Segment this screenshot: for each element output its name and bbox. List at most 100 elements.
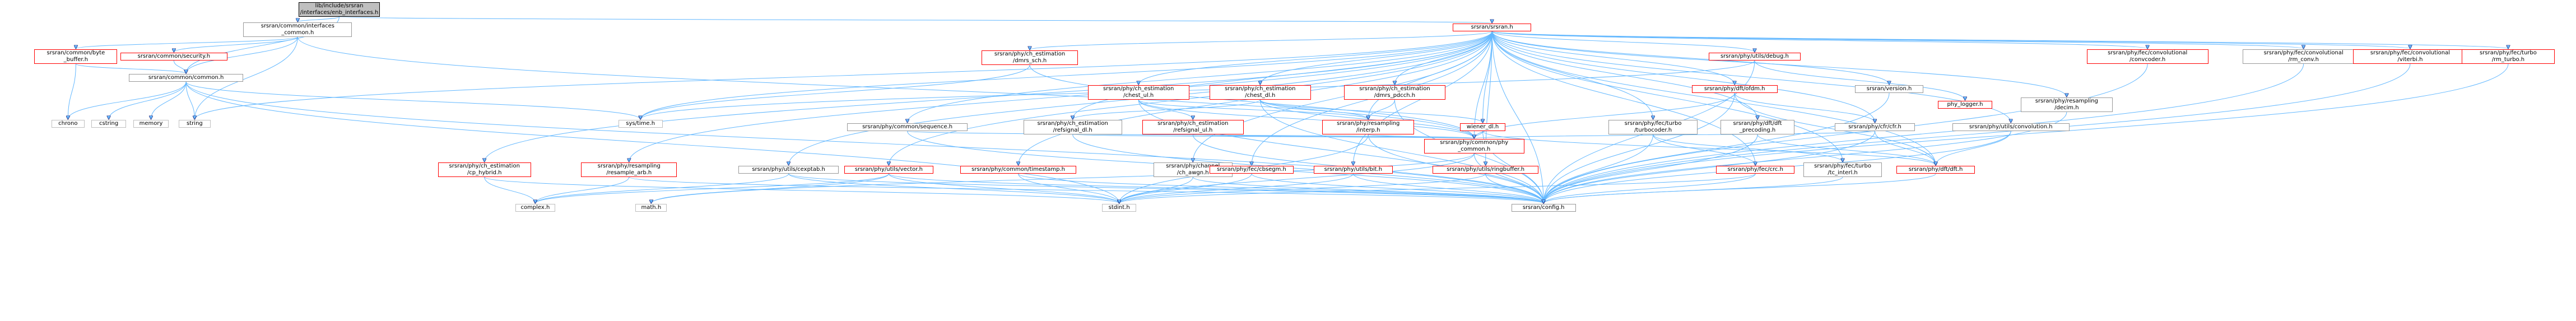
node-label-line: srsran/phy/fec/convolutional — [2108, 50, 2188, 56]
edge-srsran-h-to-dmrs-sch — [1030, 31, 1492, 50]
node-label-line: cstring — [99, 120, 119, 127]
node-cexptab[interactable]: srsran/phy/utils/cexptab.h — [738, 166, 839, 174]
node-stdint[interactable]: stdint.h — [1102, 204, 1137, 212]
node-label-line: srsran/phy/dft/ofdm.h — [1704, 86, 1765, 92]
node-systime[interactable]: sys/time.h — [618, 120, 663, 128]
edge-convolution-to-dft-h — [1936, 131, 2011, 165]
edge-common-h-to-stdint — [185, 81, 1119, 203]
edge-cbsegm-to-stdint — [1119, 173, 1252, 203]
edge-chest-dl-to-refsignal-dl — [1073, 99, 1261, 119]
node-resample-arb[interactable]: srsran/phy/resampling/resample_arb.h — [581, 162, 677, 177]
node-interfaces-common[interactable]: srsran/common/interfaces_common.h — [243, 22, 352, 37]
node-wiener-dl[interactable]: wiener_dl.h — [1459, 123, 1506, 131]
edge-srsran-h-to-cp-hybrid — [485, 31, 1492, 162]
node-srsran-h[interactable]: srsran/srsran.h — [1452, 24, 1532, 31]
node-dmrs-pdcch[interactable]: srsran/phy/ch_estimation/dmrs_pdcch.h — [1343, 85, 1446, 100]
node-label-line: srsran/phy/utils/ringbuffer.h — [1447, 166, 1525, 173]
node-memory[interactable]: memory — [133, 120, 169, 128]
node-debug[interactable]: srsran/phy/utils/debug.h — [1709, 53, 1801, 61]
node-interp[interactable]: srsran/phy/resampling/interp.h — [1322, 120, 1414, 134]
edge-refsignal-dl-to-config — [1072, 134, 1543, 203]
node-string[interactable]: string — [179, 120, 211, 128]
node-cstring[interactable]: cstring — [91, 120, 126, 128]
node-turbocoder[interactable]: srsran/phy/fec/turbo/turbocoder.h — [1608, 120, 1698, 134]
node-rm-turbo[interactable]: srsran/phy/fec/turbo/rm_turbo.h — [2461, 49, 2555, 64]
node-label-line: _precoding.h — [1739, 127, 1776, 133]
node-label-line: srsran/phy/dft/dft.h — [1908, 166, 1963, 173]
node-chest-dl[interactable]: srsran/phy/ch_estimation/chest_dl.h — [1209, 85, 1312, 100]
edge-chest-dl-to-config — [1259, 99, 1543, 203]
node-cfr[interactable]: srsran/phy/cfr/cfr.h — [1835, 123, 1915, 131]
edge-debug-to-phy-logger — [1754, 60, 1965, 100]
node-viterbi[interactable]: srsran/phy/fec/convolutional/viterbi.h — [2352, 49, 2468, 64]
edge-srsran-h-to-vector — [889, 31, 1492, 165]
node-label-line: /ch_awgn.h — [1177, 170, 1209, 176]
node-refsignal-dl[interactable]: srsran/phy/ch_estimation/refsignal_dl.h — [1023, 120, 1122, 134]
node-cbsegm[interactable]: srsran/phy/fec/cbsegm.h — [1209, 166, 1294, 174]
node-ringbuffer[interactable]: srsran/phy/utils/ringbuffer.h — [1433, 166, 1539, 174]
node-chest-ul[interactable]: srsran/phy/ch_estimation/chest_ul.h — [1087, 85, 1189, 100]
node-rm-conv[interactable]: srsran/phy/fec/convolutional/rm_conv.h — [2243, 49, 2365, 64]
node-ofdm[interactable]: srsran/phy/dft/ofdm.h — [1691, 85, 1778, 93]
node-common-h[interactable]: srsran/common/common.h — [128, 74, 244, 82]
node-version[interactable]: srsran/version.h — [1854, 85, 1924, 93]
edge-srsran-h-to-cfr — [1491, 31, 1875, 123]
node-label-line: _buffer.h — [63, 57, 89, 63]
edge-resample-arb-to-config — [629, 176, 1543, 203]
node-phy-common[interactable]: srsran/phy/common/phy_common.h — [1424, 139, 1524, 153]
node-math[interactable]: math.h — [635, 204, 667, 212]
edge-srsran-h-to-version — [1491, 31, 1889, 85]
node-dmrs-sch[interactable]: srsran/phy/ch_estimation/dmrs_sch.h — [982, 50, 1078, 65]
edge-timestamp-to-config — [1018, 173, 1544, 203]
edge-common-h-to-systime — [185, 81, 640, 119]
node-label-line: /interp.h — [1356, 127, 1380, 133]
edge-crc-to-stdint — [1119, 173, 1756, 203]
node-root[interactable]: lib/include/srsran/interfaces/enb_interf… — [298, 2, 380, 17]
edge-turbocoder-to-config — [1543, 134, 1654, 203]
node-crc[interactable]: srsran/phy/fec/crc.h — [1715, 166, 1795, 174]
node-label-line: _common.h — [1458, 146, 1491, 152]
node-label-line: srsran/phy/ch_estimation — [449, 163, 520, 169]
node-label-line: srsran/common/byte — [47, 50, 105, 56]
edge-cfr-to-config — [1543, 131, 1876, 203]
node-phy-logger[interactable]: phy_logger.h — [1937, 101, 1993, 109]
edge-ofdm-to-cfr — [1734, 92, 1875, 123]
edge-cexptab-to-stdint — [788, 173, 1119, 203]
node-label-line: srsran/phy/common/sequence.h — [862, 124, 953, 130]
node-complex[interactable]: complex.h — [515, 204, 556, 212]
node-sequence[interactable]: srsran/phy/common/sequence.h — [847, 123, 968, 131]
node-convolution[interactable]: srsran/phy/utils/convolution.h — [1952, 123, 2070, 131]
node-refsignal-ul[interactable]: srsran/phy/ch_estimation/refsignal_ul.h — [1142, 120, 1244, 134]
node-byte-buffer[interactable]: srsran/common/byte_buffer.h — [34, 49, 118, 64]
node-label-line: srsran/phy/resampling — [2035, 98, 2098, 104]
edge-viterbi-to-config — [1543, 63, 2411, 203]
edge-security-to-common-h — [173, 60, 186, 73]
node-cp-hybrid[interactable]: srsran/phy/ch_estimation/cp_hybrid.h — [438, 162, 531, 177]
node-chrono[interactable]: chrono — [51, 120, 85, 128]
edge-rm-conv-to-config — [1543, 63, 2304, 203]
node-label-line: srsran/phy/fec/turbo — [1814, 163, 1871, 169]
node-label-line: srsran/phy/ch_estimation — [1157, 120, 1229, 127]
node-label-line: srsran/phy/utils/convolution.h — [1969, 124, 2053, 130]
dependency-edges — [68, 16, 2508, 203]
node-dft-h[interactable]: srsran/phy/dft/dft.h — [1896, 166, 1975, 174]
edge-dft-precoding-to-config — [1543, 134, 1758, 203]
node-convcoder[interactable]: srsran/phy/fec/convolutional/convcoder.h — [2086, 49, 2208, 64]
node-bit[interactable]: srsran/phy/utils/bit.h — [1314, 166, 1393, 174]
node-vector[interactable]: srsran/phy/utils/vector.h — [844, 166, 933, 174]
node-config[interactable]: srsran/config.h — [1511, 204, 1576, 212]
node-resampling-decim[interactable]: srsran/phy/resampling/decim.h — [2021, 97, 2113, 112]
node-label-line: srsran/phy/cfr/cfr.h — [1848, 124, 1901, 130]
edge-ch-awgn-to-stdint — [1119, 176, 1193, 203]
edge-common-h-to-string — [185, 81, 194, 119]
node-label-line: phy_logger.h — [1947, 101, 1983, 108]
node-tc-interl[interactable]: srsran/phy/fec/turbo/tc_interl.h — [1803, 162, 1882, 177]
node-dft-precoding[interactable]: srsran/phy/dft/dft_precoding.h — [1720, 120, 1795, 134]
edge-srsran-h-to-rm-conv — [1491, 31, 2303, 49]
node-label-line: srsran/phy/fec/crc.h — [1727, 166, 1783, 173]
edge-byte-buffer-to-chrono — [68, 63, 76, 119]
node-security[interactable]: srsran/common/security.h — [120, 53, 228, 61]
edge-ringbuffer-to-config — [1485, 173, 1543, 203]
edge-srsran-h-to-chest-dl — [1260, 31, 1492, 85]
node-timestamp[interactable]: srsran/phy/common/timestamp.h — [960, 166, 1077, 174]
